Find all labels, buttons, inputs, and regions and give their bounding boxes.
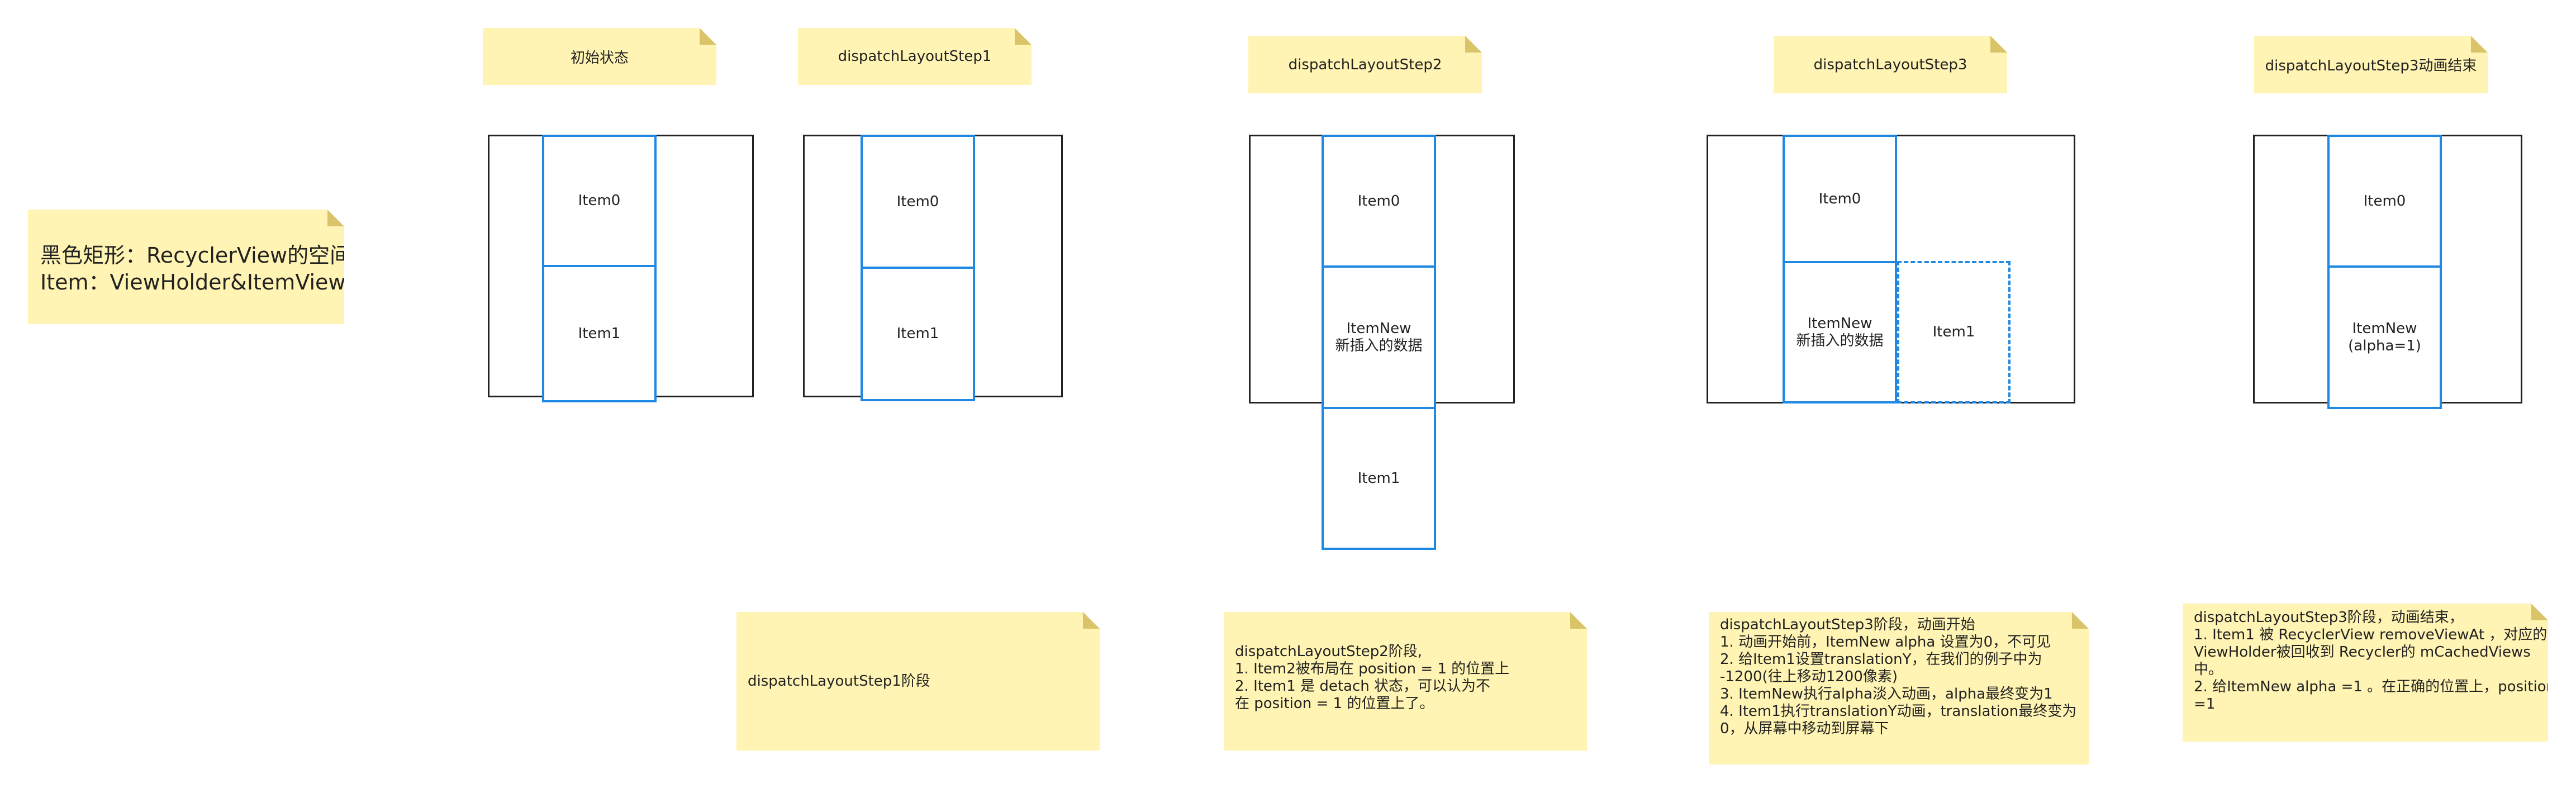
- note-step3-line-6: 4. Item1执行translationY动画，translation最终变为: [1720, 703, 2077, 720]
- item-new-step2: ItemNew 新插入的数据: [1322, 265, 1436, 409]
- item-new-step3: ItemNew 新插入的数据: [1783, 261, 1897, 403]
- note-step3-end-line-3: ViewHolder被回收到 Recycler的 mCachedViews: [2194, 644, 2531, 661]
- item1-step3-animating: Item1: [1897, 261, 2011, 403]
- note-step3: dispatchLayoutStep3阶段，动画开始 1. 动画开始前，Item…: [1709, 612, 2089, 764]
- note-step2-line-2: 1. Item2被布局在 position = 1 的位置上: [1235, 661, 1510, 677]
- item0-step3-label: Item0: [1818, 190, 1861, 207]
- legend-line-1: 黑色矩形：RecyclerView的空间: [40, 243, 351, 268]
- item-new-step3-end: ItemNew (alpha=1): [2327, 265, 2442, 409]
- item1-step1-label: Item1: [896, 325, 939, 342]
- note-step2-line-3: 2. Item1 是 detach 状态，可以认为不: [1235, 678, 1490, 695]
- stage-title-step1-text: dispatchLayoutStep1: [838, 48, 992, 65]
- item0-step1-label: Item0: [896, 193, 939, 210]
- item-new-step2-line2: 新插入的数据: [1335, 337, 1423, 354]
- note-step1-text: dispatchLayoutStep1阶段: [748, 672, 930, 690]
- note-step3-line-7: 0，从屏幕中移动到屏幕下: [1720, 720, 1889, 737]
- item0-initial-label: Item0: [578, 192, 621, 209]
- item1-step3-label: Item1: [1932, 324, 1975, 340]
- item-new-step2-line1: ItemNew: [1346, 320, 1411, 337]
- note-step3-end-line-4: 中。: [2194, 661, 2223, 678]
- item-new-step3-end-line2: (alpha=1): [2348, 337, 2421, 354]
- item0-step3: Item0: [1783, 135, 1897, 263]
- note-step3-line-2: 1. 动画开始前，ItemNew alpha 设置为0，不可见: [1720, 634, 2051, 650]
- item1-step2: Item1: [1322, 407, 1436, 550]
- stage-title-step1: dispatchLayoutStep1: [798, 28, 1032, 85]
- legend-note: 黑色矩形：RecyclerView的空间 Item：ViewHolder&Ite…: [28, 210, 344, 324]
- stage-title-step3-end: dispatchLayoutStep3动画结束: [2254, 36, 2488, 93]
- note-step3-end-line-1: dispatchLayoutStep3阶段，动画结束，: [2194, 609, 2464, 626]
- item-new-step3-line1: ItemNew: [1807, 315, 1872, 332]
- note-step3-end: dispatchLayoutStep3阶段，动画结束， 1. Item1 被 R…: [2183, 604, 2548, 742]
- stage-title-step3-end-text: dispatchLayoutStep3动画结束: [2265, 58, 2477, 74]
- item0-step2-label: Item0: [1357, 192, 1400, 210]
- item1-initial: Item1: [542, 265, 657, 402]
- item-new-step3-line2: 新插入的数据: [1796, 332, 1884, 349]
- note-step3-end-line-2: 1. Item1 被 RecyclerView removeViewAt ，对应…: [2194, 626, 2548, 643]
- note-step3-end-line-6: =1: [2194, 696, 2216, 713]
- note-step3-line-3: 2. 给Item1设置translationY，在我们的例子中为: [1720, 651, 2042, 668]
- note-step3-end-line-5: 2. 给ItemNew alpha =1 。在正确的位置上，position: [2194, 678, 2556, 695]
- item1-step2-label: Item1: [1357, 469, 1400, 487]
- note-step2-line-1: dispatchLayoutStep2阶段,: [1235, 643, 1423, 660]
- item0-initial: Item0: [542, 135, 657, 267]
- item0-step3-end-label: Item0: [2363, 192, 2406, 210]
- stage-title-step2-text: dispatchLayoutStep2: [1288, 56, 1442, 73]
- stage-title-initial-text: 初始状态: [570, 49, 629, 67]
- note-step3-line-5: 3. ItemNew执行alpha淡入动画，alpha最终变为1: [1720, 686, 2053, 702]
- stage-title-step3-text: dispatchLayoutStep3: [1813, 56, 1967, 73]
- note-step1: dispatchLayoutStep1阶段: [736, 612, 1100, 751]
- item0-step1: Item0: [861, 135, 975, 269]
- note-step3-line-4: -1200(往上移动1200像素): [1720, 668, 1898, 685]
- stage-title-step2: dispatchLayoutStep2: [1248, 36, 1482, 93]
- item0-step3-end: Item0: [2327, 135, 2442, 268]
- legend-line-2: Item：ViewHolder&ItemView: [40, 270, 346, 295]
- stage-title-step3: dispatchLayoutStep3: [1774, 36, 2007, 93]
- item-new-step3-end-line1: ItemNew: [2352, 320, 2417, 337]
- stage-title-initial: 初始状态: [483, 28, 716, 85]
- note-step3-line-1: dispatchLayoutStep3阶段，动画开始: [1720, 616, 1975, 633]
- item1-initial-label: Item1: [578, 325, 621, 342]
- item0-step2: Item0: [1322, 135, 1436, 268]
- note-step2-line-4: 在 position = 1 的位置上了。: [1235, 695, 1434, 712]
- item1-step1: Item1: [861, 267, 975, 401]
- note-step2: dispatchLayoutStep2阶段, 1. Item2被布局在 posi…: [1224, 612, 1587, 751]
